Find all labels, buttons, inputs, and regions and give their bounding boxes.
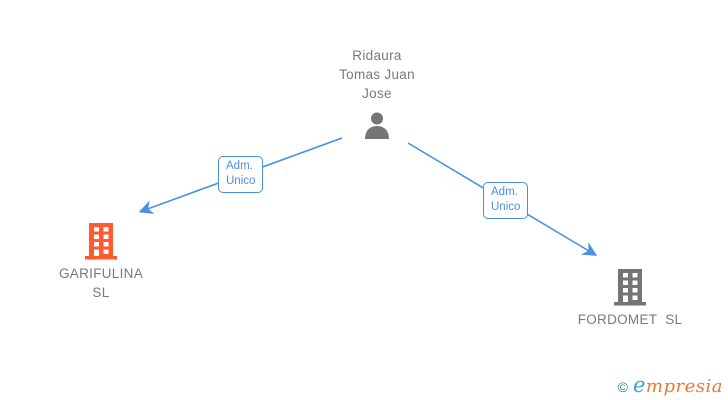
person-name: Ridaura Tomas Juan Jose [339, 48, 415, 101]
edge-label-adm-unico-left[interactable]: Adm. Unico [218, 156, 264, 193]
copyright-icon: © [617, 379, 628, 395]
company-node-fordomet[interactable]: FORDOMET SL [570, 268, 690, 329]
empresia-logo[interactable]: © empresia [618, 373, 723, 397]
person-node[interactable]: Ridaura Tomas Juan Jose [317, 46, 437, 142]
building-icon [614, 269, 646, 306]
company-name: FORDOMET SL [577, 312, 683, 327]
person-icon [365, 112, 389, 139]
company-node-garifulina[interactable]: GARIFULINA SL [41, 222, 161, 302]
brand-initial: e [632, 373, 646, 397]
building-icon [85, 223, 117, 260]
brand-rest: mpresia [645, 376, 723, 397]
company-name: GARIFULINA SL [58, 266, 143, 300]
brand-wordmark: empresia [633, 373, 723, 397]
edge-label-adm-unico-right[interactable]: Adm. Unico [483, 182, 529, 219]
